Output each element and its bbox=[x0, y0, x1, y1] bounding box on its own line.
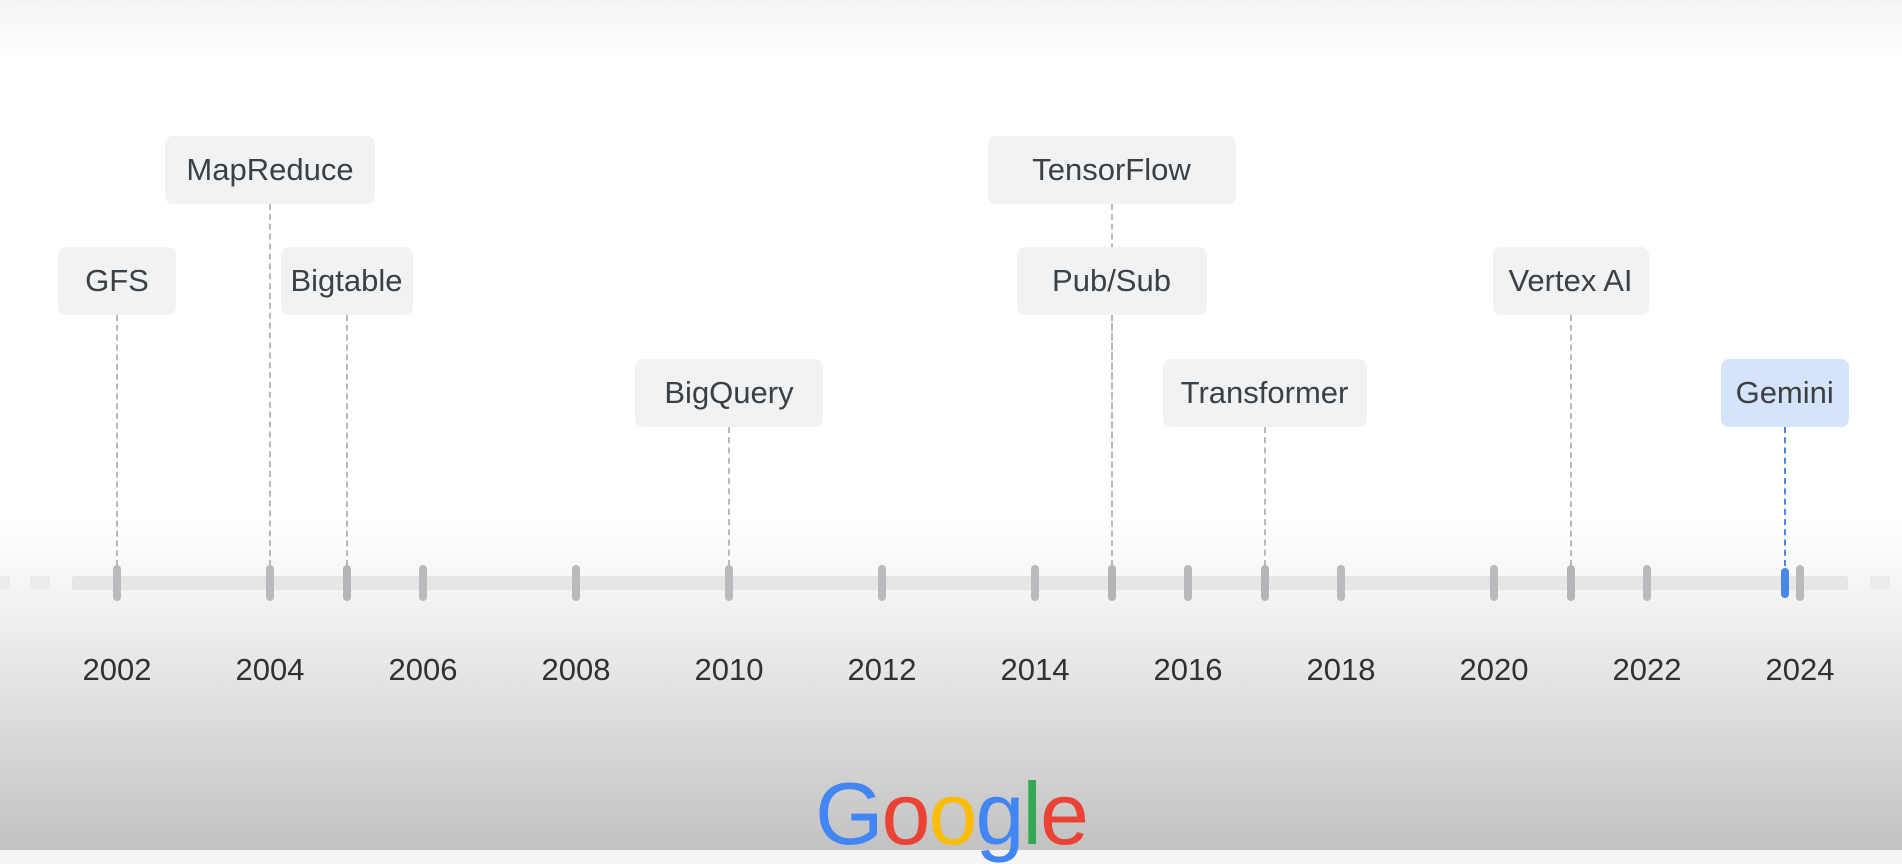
google-logo: Google bbox=[0, 764, 1902, 864]
milestone-tick-gemini bbox=[1780, 568, 1789, 598]
milestone-bigquery: BigQuery bbox=[635, 359, 823, 427]
timeline-axis bbox=[72, 576, 1848, 590]
year-label-2002: 2002 bbox=[82, 652, 152, 687]
year-tick-2024 bbox=[1796, 565, 1804, 601]
milestone-tick-tensorflow bbox=[1107, 565, 1116, 601]
milestone-tick-bigtable bbox=[342, 565, 351, 601]
year-tick-2002 bbox=[113, 565, 121, 601]
logo-letter: g bbox=[975, 764, 1024, 863]
milestone-stem-gemini bbox=[1783, 427, 1786, 566]
year-label-2010: 2010 bbox=[694, 652, 764, 687]
milestone-tensorflow: TensorFlow bbox=[987, 136, 1236, 204]
year-label-2020: 2020 bbox=[1459, 652, 1529, 687]
year-label-2008: 2008 bbox=[541, 652, 611, 687]
year-label-2006: 2006 bbox=[388, 652, 458, 687]
logo-letter: o bbox=[881, 764, 931, 863]
milestone-vertex-ai: Vertex AI bbox=[1492, 247, 1649, 315]
milestone-pub-sub: Pub/Sub bbox=[1016, 247, 1207, 315]
axis-fade-left bbox=[0, 576, 10, 590]
milestone-stem-mapreduce bbox=[269, 204, 271, 566]
year-tick-2010 bbox=[725, 565, 733, 601]
year-tick-2004 bbox=[266, 565, 274, 601]
logo-letter: G bbox=[815, 764, 883, 863]
milestone-mapreduce: MapReduce bbox=[165, 136, 375, 204]
milestone-stem-transformer bbox=[1263, 427, 1266, 566]
milestone-stem-bigquery bbox=[728, 427, 730, 566]
year-label-2022: 2022 bbox=[1612, 652, 1682, 687]
year-label-2016: 2016 bbox=[1153, 652, 1223, 687]
year-tick-2006 bbox=[419, 565, 427, 601]
year-label-2004: 2004 bbox=[235, 652, 305, 687]
year-label-2012: 2012 bbox=[847, 652, 917, 687]
year-tick-2018 bbox=[1337, 565, 1345, 601]
axis-fade-right bbox=[1870, 576, 1890, 590]
year-label-2024: 2024 bbox=[1765, 652, 1835, 687]
axis-fade-left-2 bbox=[30, 576, 50, 590]
year-label-2018: 2018 bbox=[1306, 652, 1376, 687]
milestone-stem-pub-sub bbox=[1110, 315, 1113, 566]
year-label-2014: 2014 bbox=[1000, 652, 1070, 687]
logo-letter: e bbox=[1039, 764, 1089, 863]
milestone-gfs: GFS bbox=[58, 247, 176, 315]
milestone-stem-gfs bbox=[116, 315, 118, 566]
milestone-stem-bigtable bbox=[345, 315, 348, 566]
milestone-tick-transformer bbox=[1260, 565, 1269, 601]
year-tick-2016 bbox=[1184, 565, 1192, 601]
logo-letter: l bbox=[1022, 764, 1042, 863]
year-tick-2014 bbox=[1031, 565, 1039, 601]
year-tick-2020 bbox=[1490, 565, 1498, 601]
year-tick-2008 bbox=[572, 565, 580, 601]
milestone-gemini: Gemini bbox=[1720, 359, 1849, 427]
milestone-stem-vertex-ai bbox=[1569, 315, 1572, 566]
milestone-bigtable: Bigtable bbox=[280, 247, 413, 315]
logo-letter: o bbox=[928, 764, 977, 863]
year-tick-2012 bbox=[878, 565, 886, 601]
milestone-transformer: Transformer bbox=[1162, 359, 1367, 427]
milestone-tick-vertex-ai bbox=[1566, 565, 1575, 601]
year-tick-2022 bbox=[1643, 565, 1651, 601]
